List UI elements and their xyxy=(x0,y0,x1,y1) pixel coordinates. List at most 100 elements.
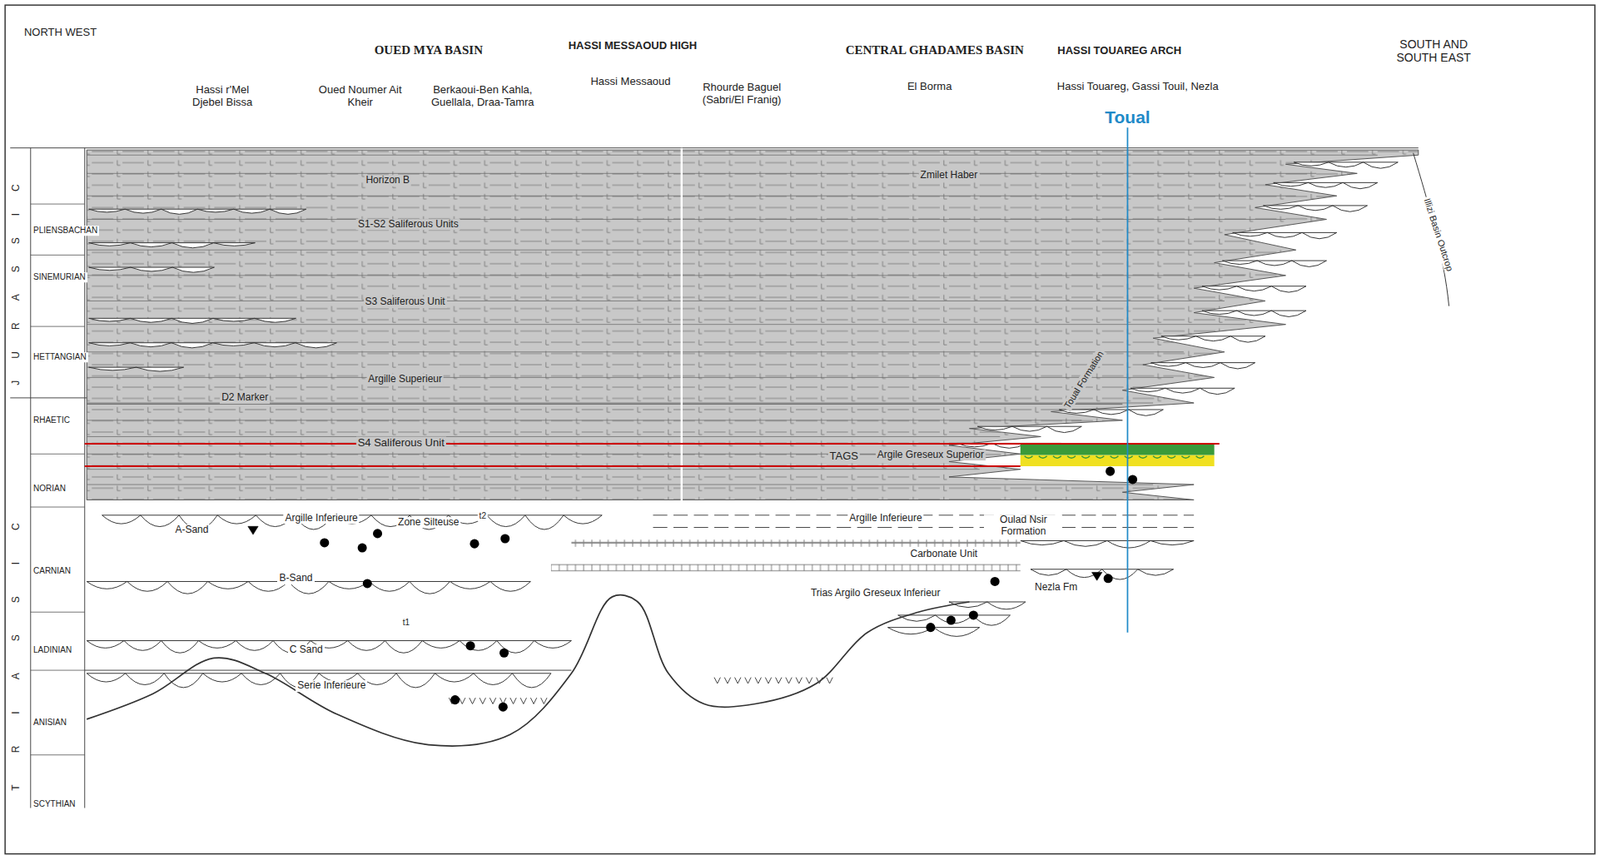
sand-wedge xyxy=(1202,310,1307,317)
hydrocarbon-show xyxy=(500,533,510,543)
location-label: CENTRAL GHADAMES BASIN xyxy=(844,44,1026,59)
stage-label: CARNIAN xyxy=(31,566,73,577)
unit-label: t1 xyxy=(401,617,412,628)
sand-wedge xyxy=(89,318,297,323)
tags-mottle xyxy=(1196,456,1205,458)
hydrocarbon-show xyxy=(1103,573,1114,583)
stage-label: RHAETIC xyxy=(31,415,72,426)
location-label: El Borma xyxy=(905,80,954,94)
bed-line xyxy=(86,195,1297,197)
bed-line xyxy=(86,323,1245,325)
location-label: HASSI TOUAREG ARCH xyxy=(1055,44,1183,58)
bed-line xyxy=(86,351,1184,353)
unit-label: Serie Inferieure xyxy=(295,680,368,692)
stage-label: Toual xyxy=(1103,107,1152,128)
unit-label: S1-S2 Saliferous Units xyxy=(356,218,461,231)
unit-label: Carbonate Unit xyxy=(908,548,979,561)
c-sand-channel xyxy=(86,640,572,654)
hydrocarbon-show xyxy=(362,578,373,588)
gas-show xyxy=(248,526,259,535)
stage-boundary xyxy=(30,326,85,328)
sand-wedge xyxy=(89,208,307,214)
location-label: SOUTH AND SOUTH EAST xyxy=(1384,37,1484,65)
stage-label: ANISIAN xyxy=(31,717,69,728)
tags-mottle xyxy=(1152,456,1162,458)
stage-label: SCYTHIAN xyxy=(31,799,78,810)
tags-sand-yellow xyxy=(1020,455,1215,467)
unit-label: TAGS xyxy=(827,449,860,463)
period-label: JURASSIC xyxy=(10,160,23,387)
unit-label: Toual Formation xyxy=(1060,347,1107,412)
tags-mottle xyxy=(1053,456,1062,458)
s4-horizon-red xyxy=(84,443,1220,467)
hydrocarbon-show xyxy=(357,543,368,553)
unit-label: Argille Inferieure xyxy=(283,512,359,525)
bed-line xyxy=(86,484,1153,486)
bed-line xyxy=(86,436,1000,438)
sand-wedge xyxy=(1273,182,1378,189)
stage-line xyxy=(84,670,572,671)
unit-label: Zone Silteuse xyxy=(396,516,461,529)
basement-unconformity xyxy=(86,595,969,746)
stage-label: HETTANGIAN xyxy=(31,352,89,363)
stage-label: NORIAN xyxy=(31,483,68,494)
hydrocarbon-show xyxy=(469,539,479,549)
hydrocarbon-show xyxy=(925,622,935,632)
hydrocarbon-show xyxy=(319,537,329,547)
stage-boundary xyxy=(30,670,85,671)
unit-label: Zmilet Haber xyxy=(919,169,980,182)
stage-label: SINEMURIAN xyxy=(31,273,88,284)
sand-wedge xyxy=(89,267,215,273)
location-label: Oued Noumer Ait Kheir xyxy=(317,84,404,110)
location-label: OUED MYA BASIN xyxy=(372,44,485,59)
unit-label: C Sand xyxy=(288,644,325,656)
hydrocarbon-show xyxy=(990,576,1000,587)
stage-label: PLIENSBACHAN xyxy=(31,225,100,236)
hydrocarbon-show xyxy=(968,610,979,620)
tags-mottle xyxy=(1181,456,1190,458)
bed-line xyxy=(86,499,1153,501)
sand-wedge xyxy=(1293,162,1398,169)
hydrocarbon-show xyxy=(499,648,509,658)
unit-label: Oulad Nsir Formation xyxy=(983,515,1063,539)
unit-label: Horizon B xyxy=(363,174,412,187)
location-label: Hassi Touareg, Gassi Touil, Nezla xyxy=(1055,80,1221,94)
unit-label: Illizi Basin Outcrop xyxy=(1421,195,1456,274)
carbonate-unit xyxy=(551,564,1021,572)
hydrocarbon-show xyxy=(1105,467,1115,477)
tags-sand-green xyxy=(1020,443,1215,455)
unit-label: Trias Argilo Greseux Inferieur xyxy=(809,587,943,600)
tagi-channel xyxy=(898,615,1011,626)
column-top-line xyxy=(9,147,1419,149)
sand-wedge xyxy=(1058,409,1163,416)
unit-label: Nezla Fm xyxy=(1033,581,1079,594)
sand-wedge xyxy=(1161,336,1266,343)
sand-wedge xyxy=(977,426,1082,433)
location-label: HASSI MESSAOUD HIGH xyxy=(566,39,700,53)
stage-label: LADINIAN xyxy=(31,645,74,656)
unit-label: B-Sand xyxy=(277,572,314,585)
location-label: Hassi Messaoud xyxy=(588,75,672,89)
tags-mottle xyxy=(1081,456,1090,458)
hydrocarbon-show xyxy=(372,528,383,538)
evaporite-symbol xyxy=(448,677,833,705)
unit-label: A-Sand xyxy=(173,524,210,537)
unit-label: Argile Greseux Superior xyxy=(875,449,986,462)
oulad-nsir-channel xyxy=(1020,540,1194,548)
hydrocarbon-show xyxy=(450,695,460,705)
tags-mottle xyxy=(1095,456,1104,458)
tags-mottle xyxy=(1024,456,1034,458)
bed-line xyxy=(86,419,1082,421)
stage-boundary xyxy=(30,453,85,455)
bed-line xyxy=(86,377,1173,378)
location-label: Hassi r'Mel Djebel Bissa xyxy=(178,84,266,110)
sand-wedge xyxy=(1222,260,1327,267)
bed-line xyxy=(86,154,1378,156)
stage-boundary xyxy=(30,611,85,613)
unit-label: Argille Superieur xyxy=(366,373,444,386)
sand-wedge xyxy=(89,342,338,348)
bed-line xyxy=(86,249,1256,251)
bed-line xyxy=(86,173,1317,174)
